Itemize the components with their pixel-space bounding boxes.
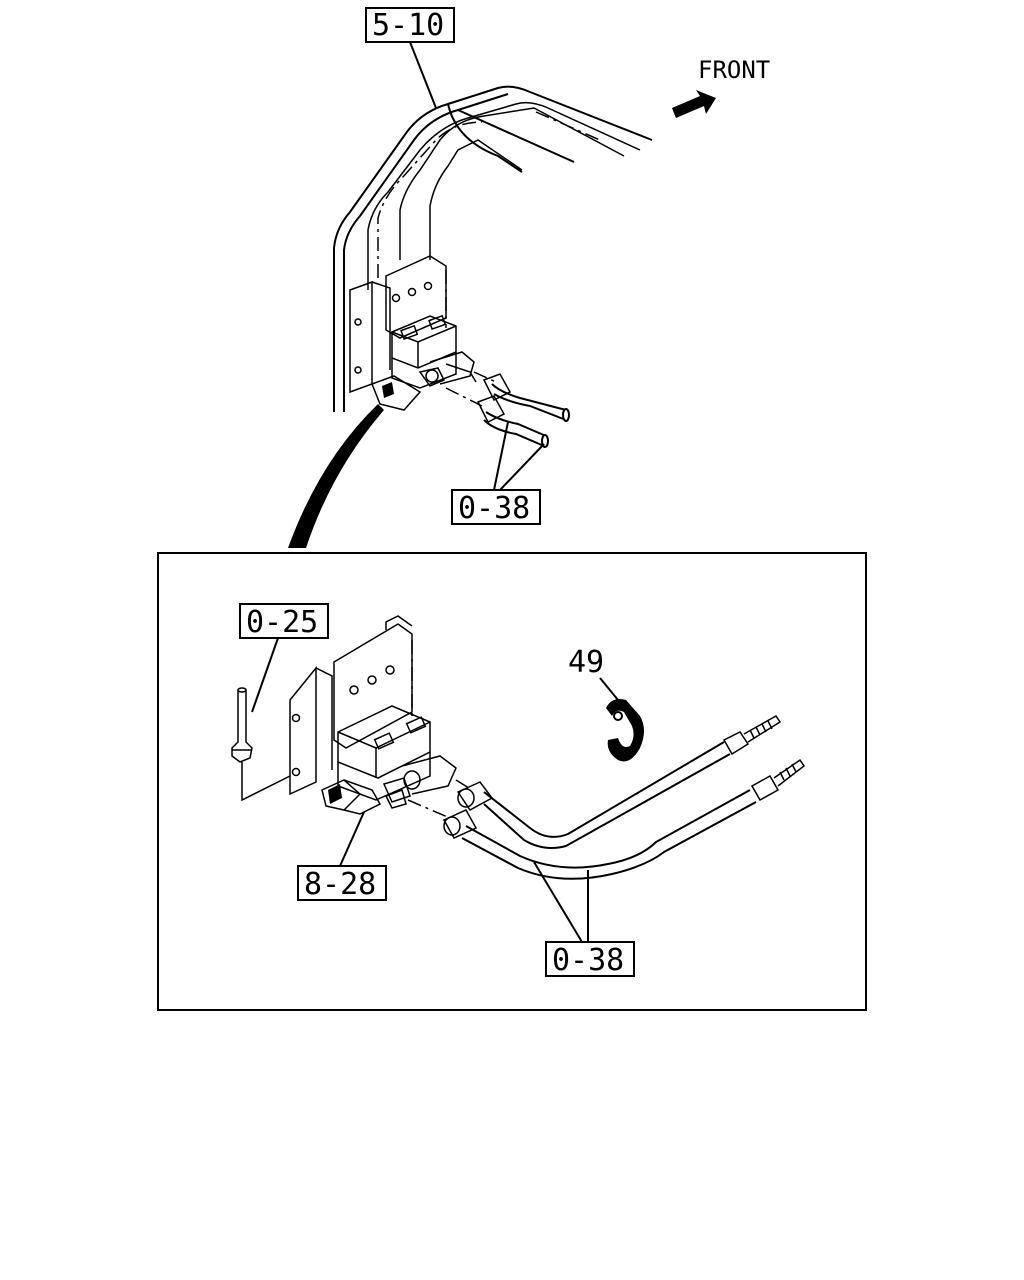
clip-part (606, 699, 644, 762)
callout-elbow-label: 8-28 (304, 867, 376, 902)
front-label: FRONT (698, 56, 770, 84)
pipes-top (445, 371, 570, 448)
valve-block-top (371, 314, 477, 411)
callout-drain-cock-label: 0-25 (246, 605, 318, 640)
valve-bracket-top (349, 255, 447, 394)
callout-frame: 5-10 (365, 7, 455, 109)
arrow-front-icon (672, 90, 716, 118)
callout-pipes-top: 0-38 (451, 421, 545, 526)
drain-cock (231, 687, 291, 802)
callout-clip: 49 (568, 645, 619, 701)
pipes-detail (407, 715, 806, 880)
chassis-frame (333, 85, 653, 412)
callout-clip-label: 49 (568, 645, 604, 680)
callout-pipes-detail: 0-38 (533, 861, 635, 978)
callout-elbow: 8-28 (297, 811, 387, 902)
callout-frame-label: 5-10 (372, 8, 444, 43)
detail-pointer (288, 404, 384, 548)
callout-pipes-top-label: 0-38 (458, 491, 530, 526)
detail-frame (157, 552, 867, 1011)
callout-drain-cock: 0-25 (239, 603, 329, 713)
callout-pipes-detail-label: 0-38 (552, 943, 624, 978)
valve-block-detail (321, 705, 457, 815)
valve-bracket-detail (289, 615, 413, 796)
